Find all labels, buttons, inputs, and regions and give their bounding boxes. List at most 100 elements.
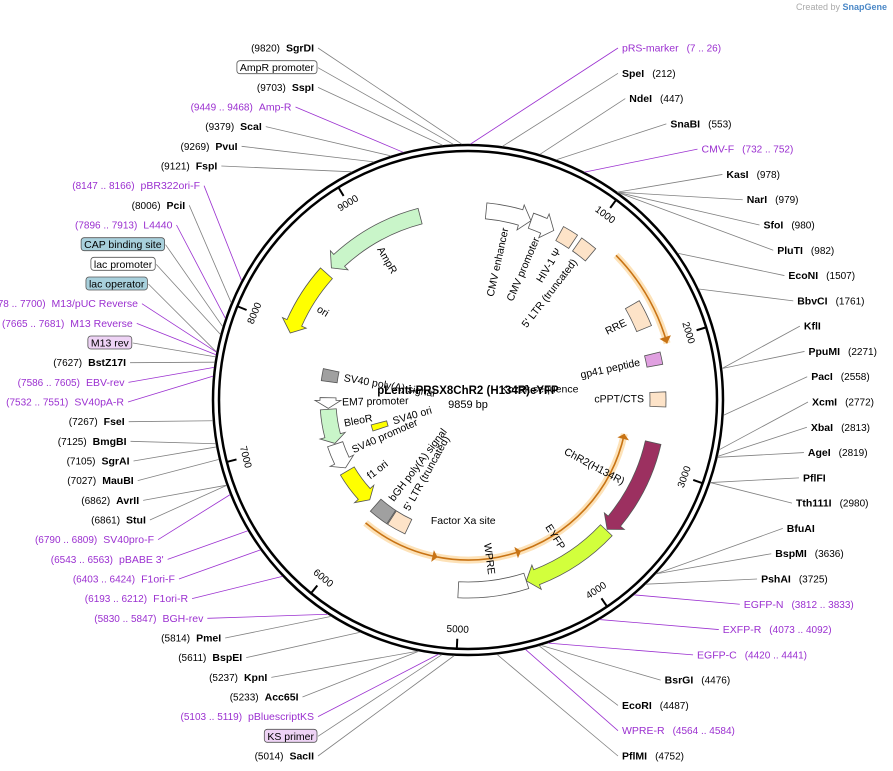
site-label-bspei[interactable]: BspEI(5611) xyxy=(178,652,242,664)
site-label-sfoi[interactable]: SfoI(980) xyxy=(764,220,815,232)
site-label-pluti[interactable]: PluTI(982) xyxy=(777,245,834,257)
site-label-exfp-r[interactable]: EXFP-R(4073 .. 4092) xyxy=(723,624,832,636)
site-label-xbai[interactable]: XbaI(2813) xyxy=(811,422,870,434)
feature-cppt-cts[interactable] xyxy=(649,391,667,408)
site-label-pcii[interactable]: PciI(8006) xyxy=(132,200,186,212)
site-label-pmei[interactable]: PmeI(5814) xyxy=(161,633,221,645)
site-label-scai[interactable]: ScaI(9379) xyxy=(205,121,262,133)
feature-5-ltr-truncated-[interactable] xyxy=(571,237,597,262)
feature-5-ltr-truncated-[interactable] xyxy=(387,510,413,535)
feature-f1-ori[interactable] xyxy=(339,466,375,504)
site-label-egfp-n[interactable]: EGFP-N(3812 .. 3833) xyxy=(744,599,854,611)
leader-line xyxy=(584,148,698,173)
site-label-pbr322ori-f[interactable]: pBR322ori-F(8147 .. 8166) xyxy=(72,180,200,192)
site-label-econi[interactable]: EcoNI(1507) xyxy=(788,270,855,282)
site-label-agei[interactable]: AgeI(2819) xyxy=(808,447,868,459)
site-label-maubi[interactable]: MauBI(7027) xyxy=(67,475,133,487)
site-label-spei[interactable]: SpeI(212) xyxy=(622,68,676,80)
site-label-avrii[interactable]: AvrII(6862) xyxy=(81,495,139,507)
site-label-bmgbi[interactable]: BmgBI(7125) xyxy=(58,436,127,448)
site-label-l4440[interactable]: L4440(7896 .. 7913) xyxy=(75,220,173,232)
leader-line xyxy=(207,613,328,619)
site-label-sacii[interactable]: SacII(5014) xyxy=(255,751,315,763)
feature-bleor[interactable] xyxy=(318,408,347,444)
site-label-ampr-promoter[interactable]: AmpR promoter xyxy=(236,60,318,75)
feature-ori[interactable] xyxy=(281,267,333,334)
site-label-bsrgi[interactable]: BsrGI(4476) xyxy=(665,675,731,687)
site-label-nari[interactable]: NarI(979) xyxy=(747,194,799,206)
site-name: SnaBI xyxy=(670,118,700,130)
feature-hiv-1-[interactable] xyxy=(555,226,579,249)
site-label-xcmi[interactable]: XcmI(2772) xyxy=(812,397,874,409)
site-label-kfli[interactable]: KflI xyxy=(804,321,821,333)
site-label-tth111i[interactable]: Tth111I(2980) xyxy=(796,498,869,510)
site-label-pbabe-3-[interactable]: pBABE 3'(6543 .. 6563) xyxy=(51,554,164,566)
site-label-cmv-f[interactable]: CMV-F(732 .. 752) xyxy=(702,144,794,156)
feature-wpre[interactable] xyxy=(457,572,530,599)
site-label-pbluescriptks[interactable]: pBluescriptKS(5103 .. 5119) xyxy=(181,711,314,723)
label-box xyxy=(236,60,318,75)
site-label-wpre-r[interactable]: WPRE-R(4564 .. 4584) xyxy=(622,725,735,737)
feature-cmv-promoter[interactable] xyxy=(527,212,555,239)
site-label-paci[interactable]: PacI(2558) xyxy=(811,371,870,383)
site-label-cap-binding-site[interactable]: CAP binding site xyxy=(80,237,165,252)
site-label-stui[interactable]: StuI(6861) xyxy=(91,515,146,527)
leader-line xyxy=(710,482,793,504)
site-label-pflmi[interactable]: PflMI(4752) xyxy=(622,751,684,763)
site-label-ppumi[interactable]: PpuMI(2271) xyxy=(809,346,877,358)
site-label-m13-puc-reverse[interactable]: M13/pUC Reverse(7678 .. 7700) xyxy=(0,298,138,310)
leader-line xyxy=(721,325,801,369)
feature-sv40-ori[interactable] xyxy=(370,420,389,432)
feature-rre[interactable] xyxy=(624,300,652,333)
site-position: (2980) xyxy=(840,499,869,510)
site-label-m13-reverse[interactable]: M13 Reverse(7665 .. 7681) xyxy=(2,318,133,330)
site-label-snabi[interactable]: SnaBI(553) xyxy=(670,118,731,130)
leader-line xyxy=(538,645,619,706)
site-label-lac-promoter[interactable]: lac promoter xyxy=(90,256,156,271)
feature-chr2-h134r-[interactable] xyxy=(603,440,662,530)
site-name: KS primer xyxy=(267,731,314,743)
site-label-ndei[interactable]: NdeI(447) xyxy=(629,93,683,105)
feature-sv40-poly-a-signal[interactable] xyxy=(320,368,340,384)
site-label-ecori[interactable]: EcoRI(4487) xyxy=(622,700,689,712)
site-label-kpni[interactable]: KpnI(5237) xyxy=(209,672,267,684)
leader-line xyxy=(655,528,783,575)
site-label-fspi[interactable]: FspI(9121) xyxy=(161,161,218,173)
site-label-egfp-c[interactable]: EGFP-C(4420 .. 4441) xyxy=(697,649,807,661)
site-position: (9379) xyxy=(205,122,234,133)
tick-mark xyxy=(609,200,617,209)
site-label-ebv-rev[interactable]: EBV-rev(7586 .. 7605) xyxy=(18,377,126,389)
feature-ampr[interactable] xyxy=(329,207,423,271)
tick-mark xyxy=(338,187,345,197)
site-label-pvui[interactable]: PvuI(9269) xyxy=(181,141,238,153)
site-label-amp-r[interactable]: Amp-R(9449 .. 9468) xyxy=(191,102,292,114)
site-label-prs-marker[interactable]: pRS-marker(7 .. 26) xyxy=(622,43,721,55)
site-label-bstz17i[interactable]: BstZ17I(7627) xyxy=(53,357,126,369)
site-label-sspi[interactable]: SspI(9703) xyxy=(257,82,314,94)
feature-eyfp[interactable] xyxy=(525,524,613,591)
site-label-sgrai[interactable]: SgrAI(7105) xyxy=(67,456,130,468)
feature-gp41-peptide[interactable] xyxy=(644,351,664,368)
site-label-acc65i[interactable]: Acc65I(5233) xyxy=(230,692,299,704)
site-label-ks-primer[interactable]: KS primer xyxy=(263,728,318,743)
site-label-bbvci[interactable]: BbvCI(1761) xyxy=(797,295,864,307)
site-label-fsei[interactable]: FseI(7267) xyxy=(69,416,125,428)
site-label-m13-rev[interactable]: M13 rev xyxy=(87,335,133,350)
site-label-sv40pro-f[interactable]: SV40pro-F(6790 .. 6809) xyxy=(35,534,154,546)
site-label-bspmi[interactable]: BspMI(3636) xyxy=(775,548,843,560)
site-label-bfuai[interactable]: BfuAI xyxy=(787,523,815,535)
site-label-pflfi[interactable]: PflFI xyxy=(803,472,826,484)
site-label-f1ori-r[interactable]: F1ori-R(6193 .. 6212) xyxy=(85,593,189,605)
site-label-f1ori-f[interactable]: F1ori-F(6403 .. 6424) xyxy=(73,574,175,586)
site-label-sv40pa-r[interactable]: SV40pA-R(7532 .. 7551) xyxy=(6,397,124,409)
site-name: M13 rev xyxy=(91,338,130,350)
feature-em7-promoter[interactable] xyxy=(313,397,343,409)
site-label-sgrdi[interactable]: SgrDI(9820) xyxy=(251,43,314,55)
feature-cmv-enhancer[interactable] xyxy=(484,202,532,231)
site-label-kasi[interactable]: KasI(978) xyxy=(726,169,780,181)
feature-bgh-poly-a-signal[interactable] xyxy=(369,498,397,525)
site-label-pshai[interactable]: PshAI(3725) xyxy=(761,574,828,586)
site-label-lac-operator[interactable]: lac operator xyxy=(85,276,148,291)
site-label-bgh-rev[interactable]: BGH-rev(5830 .. 5847) xyxy=(94,613,204,625)
feature-sv40-promoter[interactable] xyxy=(327,441,355,469)
